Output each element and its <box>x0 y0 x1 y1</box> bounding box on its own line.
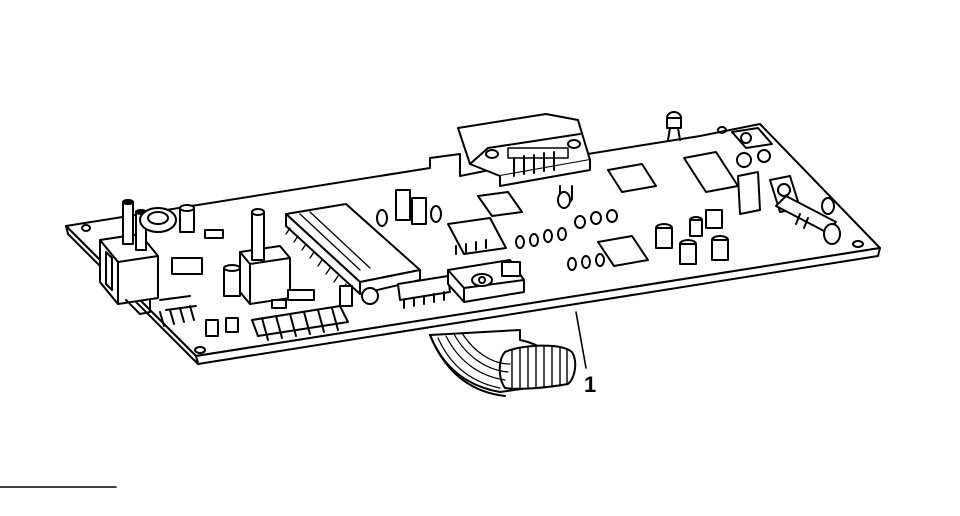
left-bracket-connector <box>99 199 177 315</box>
mounting-hole <box>852 240 864 248</box>
ribbon-cable <box>429 329 577 397</box>
callout-1: 1 <box>575 311 596 397</box>
post-connector <box>239 208 291 305</box>
mounting-hole <box>81 224 91 232</box>
leader-line <box>575 311 587 369</box>
right-components <box>477 111 841 271</box>
mounting-hole <box>194 346 206 354</box>
mid-components <box>339 189 507 309</box>
top-connector <box>457 113 591 204</box>
front-pin-connector <box>251 289 349 341</box>
left-components <box>159 204 241 337</box>
callout-label: 1 <box>584 372 596 397</box>
mounting-hole <box>717 126 727 134</box>
large-ic-chip <box>285 203 421 295</box>
voltage-regulator <box>447 259 525 303</box>
